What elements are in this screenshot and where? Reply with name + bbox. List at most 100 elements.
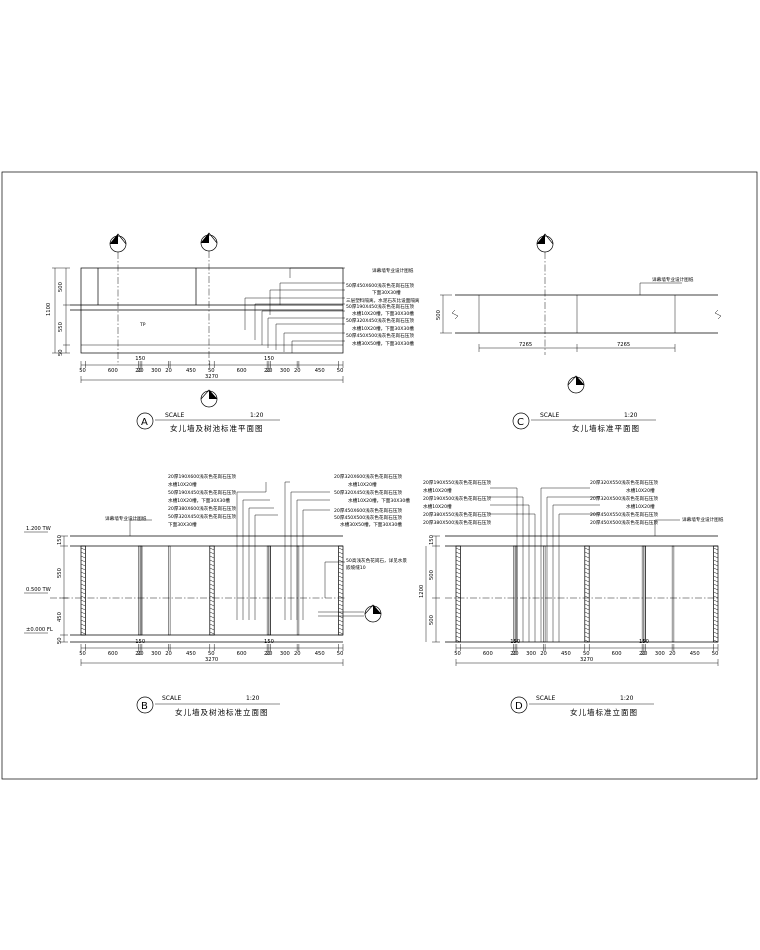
- dim-label: 600: [612, 651, 622, 657]
- panel-a-scale-word: SCALE: [165, 412, 184, 419]
- panel-d-note-wall: 详幕墙专业设计图纸: [682, 516, 724, 523]
- dim-label: 450: [186, 651, 196, 657]
- panel-a-height-3: 50: [58, 349, 64, 356]
- dim-label: 20: [264, 651, 271, 657]
- panel-d-note: 20厚380X500浅灰色花岗石压顶: [423, 519, 491, 526]
- dim-label: 300: [280, 651, 290, 657]
- panel-c-dim: 7265: [519, 342, 532, 348]
- panel-b-note: 50厚450X500浅灰色花岗石压顶: [334, 514, 402, 521]
- dim-label: 20: [137, 368, 144, 374]
- section-marker-b: [318, 604, 382, 623]
- dim-label: 450: [186, 368, 196, 374]
- panel-a: TP 1100 500 550 50 详幕墙专业设计图纸 50厚450X600浅…: [46, 232, 420, 433]
- panel-d-note: 20厚320X500浅灰色花岗石压顶: [590, 495, 658, 502]
- panel-d-height: 150: [429, 535, 435, 545]
- panel-c-dim: 7265: [617, 342, 630, 348]
- dim-label: 50: [583, 651, 590, 657]
- panel-d-note: 20厚320X550浅灰色花岗石压顶: [590, 479, 658, 486]
- panel-c-scale-word: SCALE: [540, 412, 559, 419]
- panel-d-note: 20厚450X500浅灰色花岗石压顶: [590, 519, 658, 526]
- dim-total: 3270: [580, 657, 593, 663]
- post-hatched: [209, 545, 215, 636]
- dim-label: 20: [264, 368, 271, 374]
- dim-label: 50: [712, 651, 719, 657]
- dim-label: 20: [641, 651, 648, 657]
- dim-label: 300: [151, 651, 161, 657]
- panel-d: 150 1200 500 500 20厚190X550浅灰色花岗石压顶 水槽10…: [419, 479, 724, 717]
- panel-b-note: 水槽10X20槽: [168, 481, 197, 488]
- panel-b-notes-right: 20厚320X600浅灰色花岗石压顶 水槽10X20槽 50厚320X450浅灰…: [334, 473, 410, 528]
- panel-b-note: 水槽10X20槽，下面30X30槽: [348, 497, 410, 504]
- dim-label-upper: 150: [264, 639, 274, 645]
- panel-d-note: 水槽10X20槽: [423, 487, 452, 494]
- dim-label: 50: [337, 651, 344, 657]
- panel-b-note: 50厚190X450浅灰色花岗石压顶: [168, 489, 236, 496]
- dim-label: 300: [655, 651, 665, 657]
- dim-total: 3270: [205, 374, 218, 380]
- dim-label: 450: [561, 651, 571, 657]
- panel-a-height-1: 500: [58, 282, 64, 292]
- panel-d-notes-right: 20厚320X550浅灰色花岗石压顶 水槽10X20槽 20厚320X500浅灰…: [590, 479, 658, 526]
- panel-b-level: 1.200 TW: [26, 526, 51, 532]
- panel-d-note: 水槽10X20槽: [626, 487, 655, 494]
- dim-label: 20: [135, 651, 142, 657]
- panel-d-note: 水槽10X20槽: [423, 503, 452, 510]
- post-hatched: [80, 545, 86, 636]
- dim-label-upper: 150: [135, 639, 145, 645]
- dim-label: 450: [315, 651, 325, 657]
- dim-label: 600: [237, 368, 247, 374]
- panel-b-note: 50厚320X450浅灰色花岗石压顶: [168, 513, 236, 520]
- panel-b-title: 女儿墙及树池标准立面图: [175, 707, 269, 717]
- dim-label: 20: [266, 651, 273, 657]
- post-hatched: [338, 545, 344, 636]
- panel-b-level: 0.500 TW: [26, 587, 51, 593]
- panel-b-note: 20厚380X600浅灰色花岗石压顶: [168, 505, 236, 512]
- panel-b: 1.200 TW 0.500 TW ±0.000 FL 150 550 450 …: [24, 473, 410, 717]
- panel-a-note: 50厚320X450浅灰色花岗石压顶: [346, 317, 414, 324]
- panel-d-title: 女儿墙标准立面图: [570, 707, 638, 717]
- panel-c-letter: C: [517, 417, 524, 428]
- panel-b-note: 20厚450X600浅灰色花岗石压顶: [334, 507, 402, 514]
- section-marker-a1: [109, 233, 127, 365]
- dim-label: 600: [237, 651, 247, 657]
- panel-a-note: 水槽30X50槽，下面30X30槽: [352, 340, 414, 347]
- panel-d-note: 20厚190X550浅灰色花岗石压顶: [423, 479, 491, 486]
- panel-d-height: 1200: [419, 585, 425, 598]
- panel-b-title-block: B SCALE 1:20 女儿墙及树池标准立面图: [136, 695, 280, 717]
- panel-d-height: 500: [429, 615, 435, 625]
- dim-label: 20: [510, 651, 517, 657]
- post-thin: [671, 545, 675, 643]
- panel-a-note: 水槽10X20槽，下面30X30槽: [352, 325, 414, 332]
- dim-total: 3270: [205, 657, 218, 663]
- dim-label: 20: [165, 651, 172, 657]
- section-marker-a3: [200, 389, 218, 408]
- panel-d-scale-word: SCALE: [536, 695, 555, 702]
- panel-a-height-2: 550: [58, 322, 64, 332]
- panel-a-note: 50厚450X500浅灰色花岗石压顶: [346, 332, 414, 339]
- panel-b-scale-value: 1:20: [246, 695, 260, 702]
- dim-label: 600: [108, 368, 118, 374]
- panel-b-note: 20厚190X600浅灰色花岗石压顶: [168, 473, 236, 480]
- panel-a-note: 50厚190X450浅灰色花岗石压顶: [346, 303, 414, 310]
- panel-d-scale-value: 1:20: [620, 695, 634, 702]
- panel-b-note: 水槽30X50槽，下面30X30槽: [340, 521, 402, 528]
- dim-label: 20: [512, 651, 519, 657]
- panel-a-letter: A: [141, 417, 148, 428]
- dim-label: 600: [108, 651, 118, 657]
- panel-b-height: 550: [57, 568, 63, 578]
- dim-label: 20: [137, 651, 144, 657]
- panel-d-note: 20厚450X550浅灰色花岗石压顶: [590, 511, 658, 518]
- dim-label: 20: [669, 651, 676, 657]
- dim-label: 20: [294, 651, 301, 657]
- panel-b-note: 20厚320X600浅灰色花岗石压顶: [334, 473, 402, 480]
- dim-label: 50: [337, 368, 344, 374]
- dim-label: 50: [208, 651, 215, 657]
- panel-b-height: 150: [57, 535, 63, 545]
- panel-d-note: 20厚190X500浅灰色花岗石压顶: [423, 495, 491, 502]
- panel-c-scale-value: 1:20: [624, 412, 638, 419]
- panel-b-height: 50: [57, 637, 63, 644]
- dim-label: 50: [79, 651, 86, 657]
- section-marker-c1: [536, 233, 554, 355]
- section-marker-c2: [567, 375, 585, 394]
